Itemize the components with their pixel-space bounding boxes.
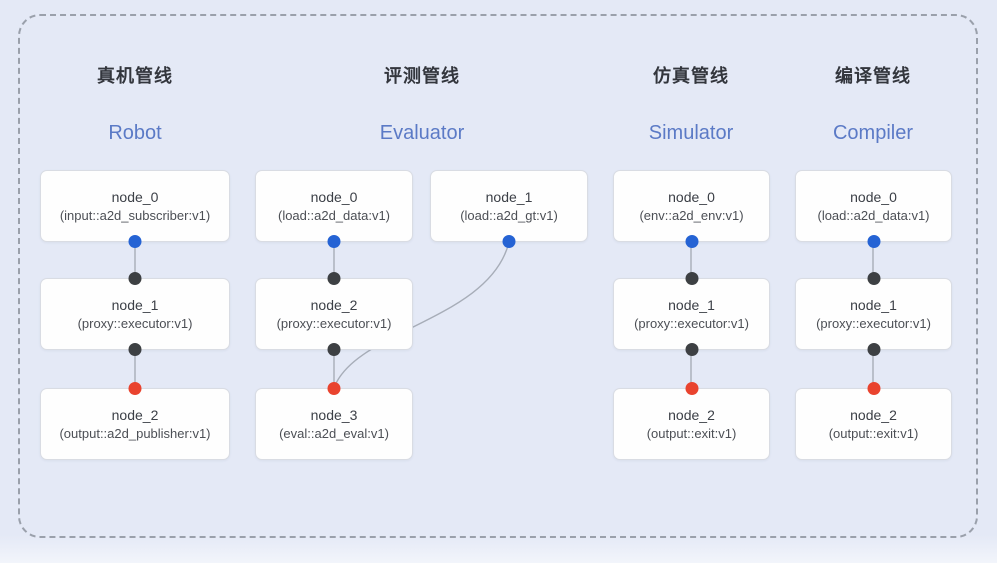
output-port-dot-blue: [327, 235, 341, 248]
node-name: node_1: [111, 296, 159, 313]
output-port-dot-dark: [128, 343, 142, 356]
pipeline-title-zh-compiler: 编译管线: [835, 66, 911, 86]
node-type: (output::a2d_publisher:v1): [59, 425, 211, 441]
node-box-compiler-node2: node_2 (output::exit:v1): [795, 382, 952, 460]
node-name: node_3: [310, 406, 358, 423]
output-port-dot-dark: [685, 343, 698, 356]
node-name: node_0: [668, 188, 715, 205]
node-name: node_2: [111, 406, 159, 423]
node-box-compiler-node0: node_0 (load::a2d_data:v1): [795, 170, 952, 248]
output-port-dot-blue: [685, 235, 698, 248]
output-port-dot-dark: [867, 343, 880, 356]
node-type: (proxy::executor:v1): [77, 315, 193, 331]
output-port-dot-blue: [128, 235, 142, 248]
input-port-dot-red: [685, 382, 698, 395]
pipeline-title-en-robot: Robot: [108, 122, 162, 144]
input-port-dot-dark: [867, 272, 880, 285]
node-box-compiler-node1: node_1 (proxy::executor:v1): [795, 272, 952, 356]
node-type: (output::exit:v1): [828, 425, 919, 441]
input-port-dot-red: [327, 382, 341, 395]
input-port-dot-dark: [327, 272, 341, 285]
node-type: (env::a2d_env:v1): [639, 207, 744, 223]
node-name: node_2: [850, 406, 897, 423]
node-box-evaluator-node3: node_3 (eval::a2d_eval:v1): [255, 382, 413, 460]
pipeline-title-zh-evaluator: 评测管线: [384, 66, 460, 86]
node-type: (output::exit:v1): [646, 425, 737, 441]
connector-evaluator-gt-curve: [333, 241, 510, 389]
pipeline-title-en-compiler: Compiler: [832, 122, 914, 144]
node-box-evaluator-node1: node_1 (load::a2d_gt:v1): [430, 170, 588, 248]
pipeline-title-en-evaluator: Evaluator: [379, 122, 465, 144]
output-port-dot-blue: [867, 235, 880, 248]
output-port-dot-dark: [327, 343, 341, 356]
node-box-robot-node2: node_2 (output::a2d_publisher:v1): [40, 382, 230, 460]
node-box-simulator-node0: node_0 (env::a2d_env:v1): [613, 170, 770, 248]
node-box-simulator-node2: node_2 (output::exit:v1): [613, 382, 770, 460]
pipeline-title-zh-simulator: 仿真管线: [653, 66, 729, 86]
node-box-evaluator-node2: node_2 (proxy::executor:v1): [255, 272, 413, 356]
node-name: node_0: [310, 188, 358, 205]
node-name: node_1: [485, 188, 533, 205]
input-port-dot-red: [867, 382, 880, 395]
node-type: (input::a2d_subscriber:v1): [59, 207, 211, 223]
node-name: node_2: [310, 296, 358, 313]
node-name: node_0: [111, 188, 159, 205]
node-type: (proxy::executor:v1): [816, 315, 931, 331]
node-name: node_2: [668, 406, 715, 423]
input-port-dot-red: [128, 382, 142, 395]
node-box-robot-node0: node_0 (input::a2d_subscriber:v1): [40, 170, 230, 248]
output-port-dot-blue: [502, 235, 516, 248]
dashed-border-frame: [18, 14, 978, 538]
node-type: (load::a2d_gt:v1): [460, 207, 558, 223]
input-port-dot-dark: [128, 272, 142, 285]
pipeline-title-zh-robot: 真机管线: [97, 66, 173, 86]
pipeline-title-en-simulator: Simulator: [648, 122, 734, 144]
node-box-simulator-node1: node_1 (proxy::executor:v1): [613, 272, 770, 356]
node-box-evaluator-node0: node_0 (load::a2d_data:v1): [255, 170, 413, 248]
node-box-robot-node1: node_1 (proxy::executor:v1): [40, 272, 230, 356]
node-name: node_0: [850, 188, 897, 205]
node-name: node_1: [668, 296, 715, 313]
node-type: (load::a2d_data:v1): [277, 207, 391, 223]
node-type: (load::a2d_data:v1): [817, 207, 930, 223]
node-name: node_1: [850, 296, 897, 313]
node-type: (proxy::executor:v1): [634, 315, 749, 331]
node-type: (eval::a2d_eval:v1): [279, 425, 389, 441]
node-type: (proxy::executor:v1): [276, 315, 392, 331]
input-port-dot-dark: [685, 272, 698, 285]
